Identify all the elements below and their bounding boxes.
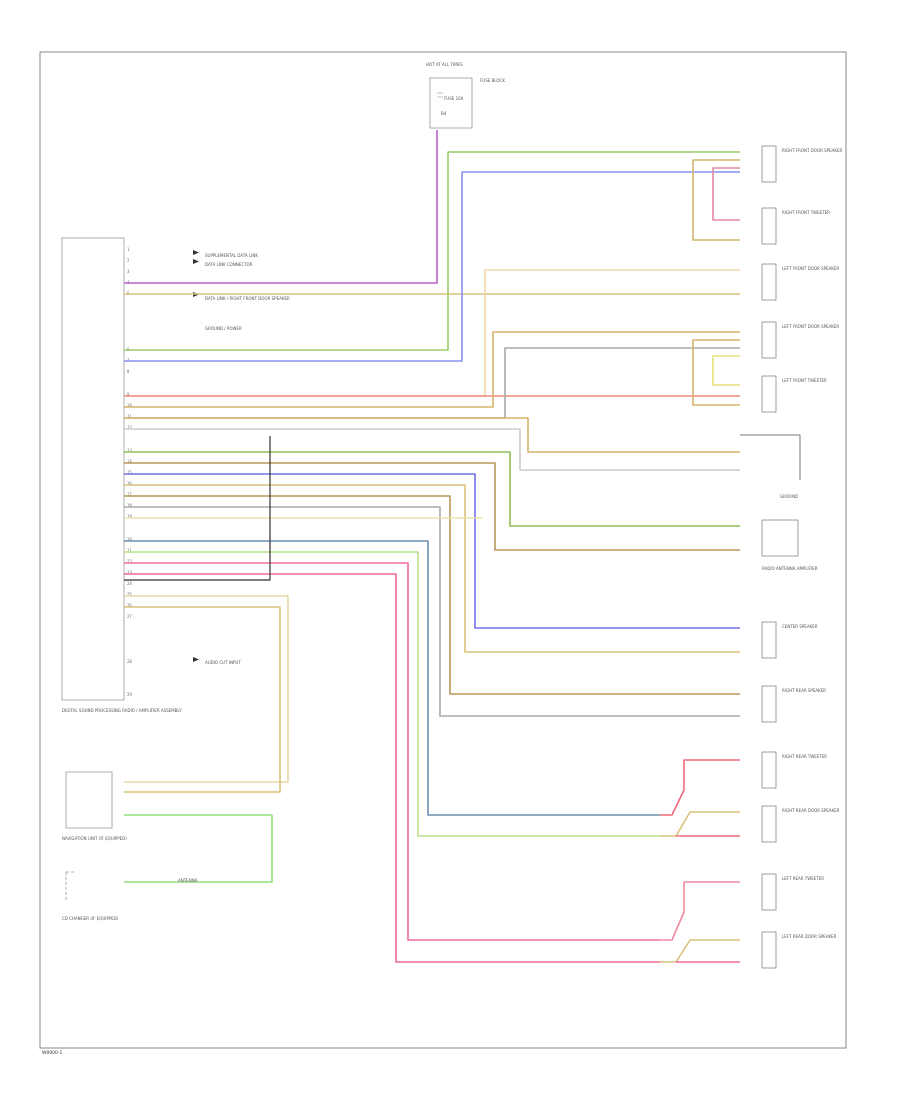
speaker-label: RIGHT REAR DOOR SPEAKER — [782, 808, 840, 813]
wire-lrt-pink1 — [124, 562, 660, 941]
svg-text:28: 28 — [127, 659, 132, 664]
svg-text:2: 2 — [127, 258, 130, 263]
wire-lf-a — [124, 269, 740, 397]
footer-code: W0000-1 — [42, 1050, 63, 1056]
svg-text:15: 15 — [127, 470, 132, 475]
svg-text:10: 10 — [127, 403, 132, 408]
svg-text:9: 9 — [127, 392, 130, 397]
wire-nav-a — [124, 595, 289, 783]
wire-antenna — [124, 428, 740, 471]
wire-rf-green — [124, 151, 740, 351]
speaker-boxes — [761, 145, 799, 969]
speaker-label: LEFT FRONT TWEETER — [782, 378, 827, 383]
wire-lf-f — [712, 355, 740, 386]
svg-text:11: 11 — [127, 414, 132, 419]
wire-lrt-pink2 — [124, 573, 660, 963]
note-4: GROUND / POWER — [205, 326, 242, 331]
ground-bracket — [740, 434, 801, 480]
cd-changer-label: CD CHANGER (IF EQUIPPED) — [62, 916, 119, 921]
note-1: SUPPLEMENTAL DATA LINK — [205, 253, 258, 258]
wire-rrt-loop1 — [660, 759, 740, 816]
svg-text:17: 17 — [127, 492, 132, 497]
wire-rr-b — [124, 506, 740, 717]
wire-lf-c — [124, 331, 740, 408]
note-2: DATA LINK CONNECTOR — [205, 262, 253, 267]
wire-rrt-blue — [124, 540, 660, 816]
speaker-label: RIGHT FRONT TWEETER — [782, 210, 830, 215]
svg-text:21: 21 — [127, 548, 132, 553]
wire-rrt-loop2 — [660, 811, 740, 837]
wire-nav-b — [124, 606, 281, 793]
svg-text:29: 29 — [127, 692, 132, 697]
radio-wire-notes: SUPPLEMENTAL DATA LINK DATA LINK CONNECT… — [193, 250, 290, 665]
radio-unit-name: DIGITAL SOUND PROCESSING RADIO / AMPLIFI… — [62, 708, 182, 713]
svg-text:25: 25 — [127, 592, 132, 597]
wire-battery-feed — [124, 130, 438, 284]
svg-text:24: 24 — [127, 581, 132, 586]
note-3: DATA LINK / RIGHT FRONT DOOR SPEAKER — [205, 296, 290, 301]
wire-lf-e — [692, 339, 740, 406]
antenna-label: ANTENNA — [178, 878, 198, 883]
wire-lrt-loop1 — [660, 881, 740, 941]
wire-rrt-green — [124, 551, 660, 837]
wire-center-d — [124, 484, 740, 653]
svg-text:20: 20 — [127, 537, 132, 542]
speaker-label: CENTER SPEAKER — [782, 624, 818, 629]
svg-text:27: 27 — [127, 614, 132, 619]
svg-text:18: 18 — [127, 503, 132, 508]
fuse-block-label: FUSE BLOCK — [480, 78, 505, 83]
wire-center-b — [124, 462, 740, 551]
wires — [124, 130, 801, 963]
svg-text:26: 26 — [127, 603, 132, 608]
speaker-label: RIGHT REAR TWEETER — [782, 754, 827, 759]
speaker-label: RIGHT REAR SPEAKER — [782, 688, 826, 693]
fuse-box: HOT AT ALL TIMES FUSE BLOCK FUSE 10A B4 — [426, 62, 505, 129]
wire-rf-tan2 — [712, 167, 740, 221]
svg-text:1: 1 — [127, 247, 130, 252]
svg-text:23: 23 — [127, 570, 132, 575]
speaker-label: GROUND — [780, 494, 798, 499]
cd-changer: CD CHANGER (IF EQUIPPED) — [62, 871, 119, 921]
wire-rr-a — [124, 495, 740, 695]
fuse-rating: FUSE 10A — [444, 96, 464, 101]
battery-title: HOT AT ALL TIMES — [426, 62, 463, 67]
svg-text:3: 3 — [127, 269, 130, 274]
svg-text:16: 16 — [127, 481, 132, 486]
wire-center-c — [124, 473, 740, 629]
wire-rf-blue — [124, 171, 740, 362]
svg-text:12: 12 — [127, 425, 132, 430]
speaker-label: LEFT FRONT DOOR SPEAKER — [782, 324, 839, 329]
navigation-label: NAVIGATION UNIT (IF EQUIPPED) — [62, 836, 127, 841]
speaker-label: LEFT FRONT DOOR SPEAKER — [782, 266, 839, 271]
wire-nav-green — [124, 814, 273, 883]
svg-text:8: 8 — [127, 369, 130, 374]
wire-bus — [124, 436, 271, 581]
wire-center-a — [124, 451, 740, 527]
svg-text:14: 14 — [127, 459, 132, 464]
wire-rf-tan1 — [692, 159, 740, 241]
speaker-label: RADIO ANTENNA AMPLIFIER — [762, 566, 818, 571]
svg-text:B4: B4 — [441, 111, 447, 116]
speaker-labels: RIGHT FRONT DOOR SPEAKER RIGHT FRONT TWE… — [762, 148, 843, 939]
note-audio-cut: AUDIO CUT INPUT — [205, 660, 241, 665]
navigation-unit: NAVIGATION UNIT (IF EQUIPPED) — [62, 771, 127, 841]
speaker-label: RIGHT FRONT DOOR SPEAKER — [782, 148, 843, 153]
svg-text:13: 13 — [127, 448, 132, 453]
svg-text:22: 22 — [127, 559, 132, 564]
speaker-label: LEFT REAR TWEETER — [782, 876, 824, 881]
wire-lrt-loop2 — [660, 939, 740, 963]
wire-ground — [124, 417, 740, 453]
speaker-label: LEFT REAR DOOR SPEAKER — [782, 934, 837, 939]
diagram-frame — [39, 51, 847, 1049]
radio-unit: DIGITAL SOUND PROCESSING RADIO / AMPLIFI… — [61, 237, 182, 713]
svg-text:19: 19 — [127, 514, 132, 519]
